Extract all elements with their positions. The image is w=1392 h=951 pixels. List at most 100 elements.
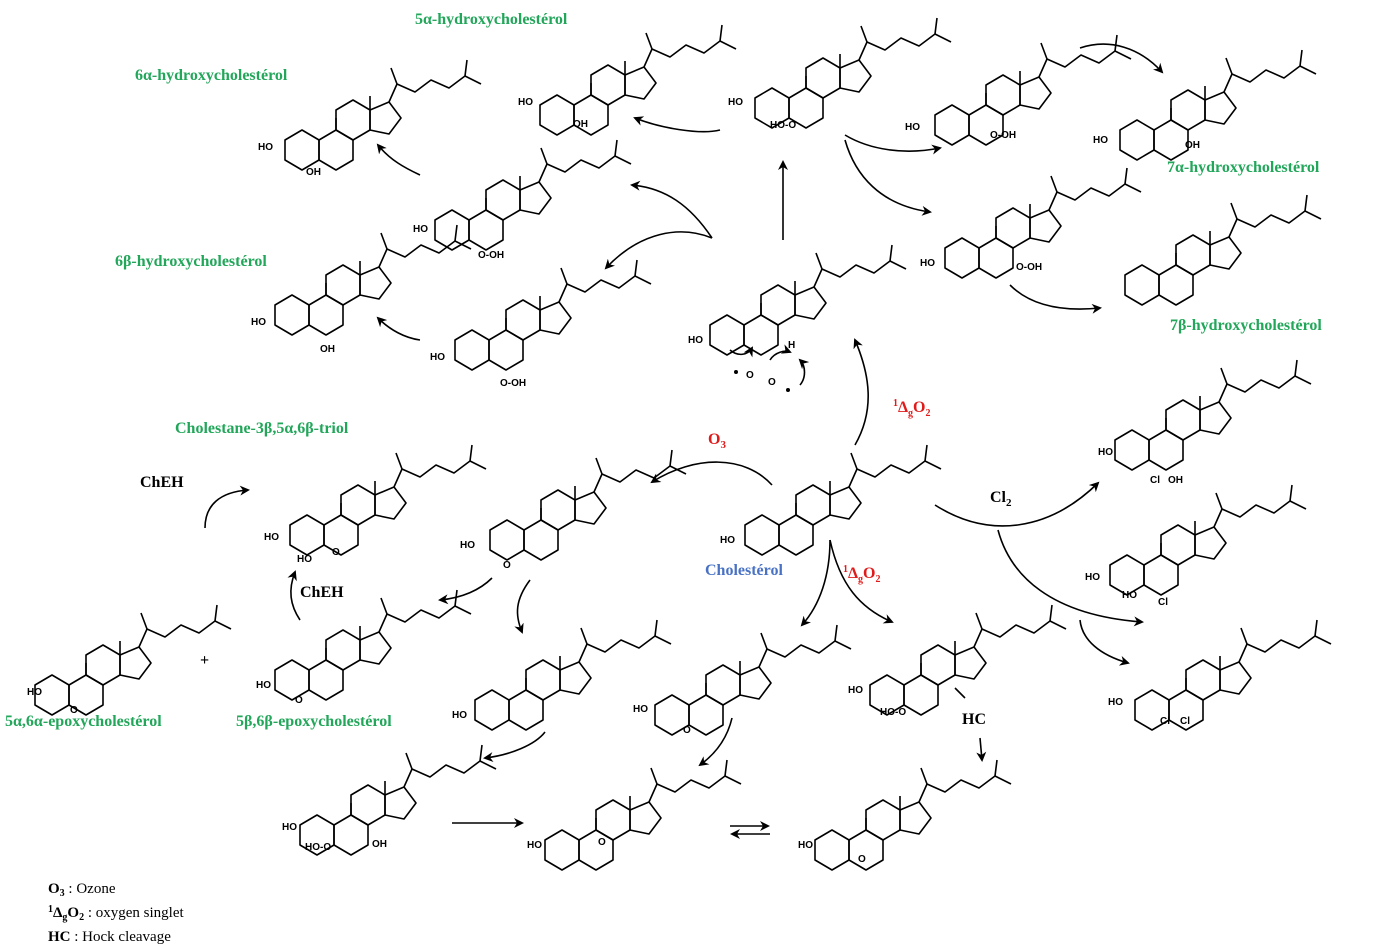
svg-text:HO: HO <box>430 352 445 363</box>
structure-5b6b-epoxide <box>274 589 472 701</box>
label-7a-hydroxycholesterol: 7α-hydroxycholestérol <box>1167 159 1320 176</box>
svg-text:O-OH: O-OH <box>478 250 504 261</box>
svg-text:Cl: Cl <box>1160 716 1170 727</box>
plus-sign: + <box>200 652 209 669</box>
legend-hock-cleavage: HC : Hock cleavage <box>48 929 171 945</box>
svg-text:HO: HO <box>1093 135 1108 146</box>
svg-text:HO: HO <box>1122 590 1137 601</box>
svg-text:O: O <box>858 854 866 865</box>
structure-dioxetane <box>654 624 852 736</box>
structure-hemiacetal <box>299 744 497 856</box>
svg-text:HO: HO <box>452 710 467 721</box>
svg-text:HO: HO <box>282 822 297 833</box>
structure-6b-hydroperoxide <box>454 259 652 371</box>
label-singlet-oxygen-lower: 1ΔgO2 <box>843 564 880 585</box>
svg-text:HO: HO <box>1108 697 1123 708</box>
structure-5a-hydroperoxide <box>754 17 952 129</box>
svg-text:HO: HO <box>413 224 428 235</box>
svg-text:Cl: Cl <box>1158 597 1168 608</box>
label-cheh-lower: ChEH <box>300 584 344 601</box>
label-triol: Cholestane-3β,5α,6β-triol <box>175 420 349 437</box>
svg-text:O: O <box>768 377 776 388</box>
svg-text:HO: HO <box>460 540 475 551</box>
svg-text:O-OH: O-OH <box>500 378 526 389</box>
svg-text:HO: HO <box>1085 572 1100 583</box>
svg-text:HO: HO <box>920 258 935 269</box>
structure-chlorohydrin-1 <box>1114 359 1312 471</box>
svg-text:HO: HO <box>720 535 735 546</box>
svg-text:OH: OH <box>372 839 387 850</box>
svg-text:HO: HO <box>258 142 273 153</box>
svg-text:OH: OH <box>306 167 321 178</box>
svg-text:O: O <box>332 547 340 558</box>
structure-aldol-aldehyde <box>814 759 1012 871</box>
svg-text:OH: OH <box>1168 475 1183 486</box>
svg-text:HO: HO <box>688 335 703 346</box>
structure-7b-hydroperoxide <box>944 167 1142 279</box>
svg-text:HO: HO <box>256 680 271 691</box>
label-cheh-upper: ChEH <box>140 474 184 491</box>
structure-triol <box>289 444 487 556</box>
svg-text:Cl: Cl <box>1180 716 1190 727</box>
singlet-oxygen-ene: O O <box>734 370 790 392</box>
reaction-arrows <box>204 43 1164 839</box>
svg-text:HO-O: HO-O <box>880 707 906 718</box>
label-cholesterol: Cholestérol <box>705 562 783 579</box>
svg-text:O-OH: O-OH <box>1016 262 1042 273</box>
legend: O3 : Ozone 1ΔgO2 : oxygen singlet HC : H… <box>48 881 184 945</box>
label-5b6b-epoxycholesterol: 5β,6β-epoxycholestérol <box>236 713 392 730</box>
svg-text:O: O <box>746 370 754 381</box>
label-6b-hydroxycholesterol: 6β-hydroxycholestérol <box>115 253 267 270</box>
svg-text:HO: HO <box>251 317 266 328</box>
svg-text:O: O <box>503 560 511 571</box>
svg-text:HO: HO <box>798 840 813 851</box>
structure-6a-hydroperoxide <box>434 139 632 251</box>
structure-6b-hydroxycholesterol <box>274 224 472 336</box>
svg-text:HO: HO <box>1098 447 1113 458</box>
svg-text:O: O <box>598 837 606 848</box>
label-7b-hydroxycholesterol: 7β-hydroxycholestérol <box>1170 317 1322 334</box>
structure-7a-hydroxycholesterol <box>1119 49 1317 161</box>
svg-text:H: H <box>788 340 795 351</box>
label-5a-hydroxycholesterol: 5α-hydroxycholestérol <box>415 11 568 28</box>
svg-text:Cl: Cl <box>1150 475 1160 486</box>
structure-6a-hydroxycholesterol <box>284 59 482 171</box>
svg-text:HO: HO <box>518 97 533 108</box>
structure-ene-transition <box>709 244 907 356</box>
svg-text:O-OH: O-OH <box>990 130 1016 141</box>
svg-text:HO: HO <box>848 685 863 696</box>
svg-text:HO: HO <box>633 704 648 715</box>
svg-text:OH: OH <box>573 119 588 130</box>
atom-labels: HO OH HO OH HO HO-O HO O-OH HO OH HO O-O… <box>27 97 1200 865</box>
structure-seco-ketoaldehyde <box>544 759 742 871</box>
svg-text:HO: HO <box>27 687 42 698</box>
label-singlet-oxygen-upper: 1ΔgO2 <box>893 398 930 419</box>
label-ozone: O3 <box>708 431 726 451</box>
legend-ozone: O3 : Ozone <box>48 881 116 899</box>
structure-5a-hydroperoxide-lower <box>869 604 1067 716</box>
structure-cholesterol <box>744 444 942 556</box>
structure-dichloride <box>1134 619 1332 731</box>
svg-text:OH: OH <box>1185 140 1200 151</box>
structure-7b-hydroxycholesterol <box>1124 194 1322 306</box>
svg-text:O: O <box>70 705 78 716</box>
label-5a6a-epoxycholesterol: 5α,6α-epoxycholestérol <box>5 713 162 730</box>
label-6a-hydroxycholesterol: 6α-hydroxycholestérol <box>135 67 288 84</box>
svg-text:HO: HO <box>728 97 743 108</box>
structure-chlorohydrin-2 <box>1109 484 1307 596</box>
label-hock-cleavage: HC <box>962 711 986 728</box>
svg-text:HO: HO <box>527 840 542 851</box>
svg-text:HO: HO <box>905 122 920 133</box>
svg-text:HO-O: HO-O <box>770 120 796 131</box>
structure-7a-hydroperoxide <box>934 34 1132 146</box>
svg-text:O: O <box>683 725 691 736</box>
svg-text:HO-O: HO-O <box>305 842 331 853</box>
legend-singlet-oxygen: 1ΔgO2 : oxygen singlet <box>48 904 184 923</box>
svg-text:HO: HO <box>297 554 312 565</box>
svg-text:OH: OH <box>320 344 335 355</box>
svg-text:HO: HO <box>264 532 279 543</box>
label-chlorine: Cl2 <box>990 489 1012 509</box>
structure-ozonide <box>489 449 687 561</box>
svg-text:O: O <box>295 695 303 706</box>
